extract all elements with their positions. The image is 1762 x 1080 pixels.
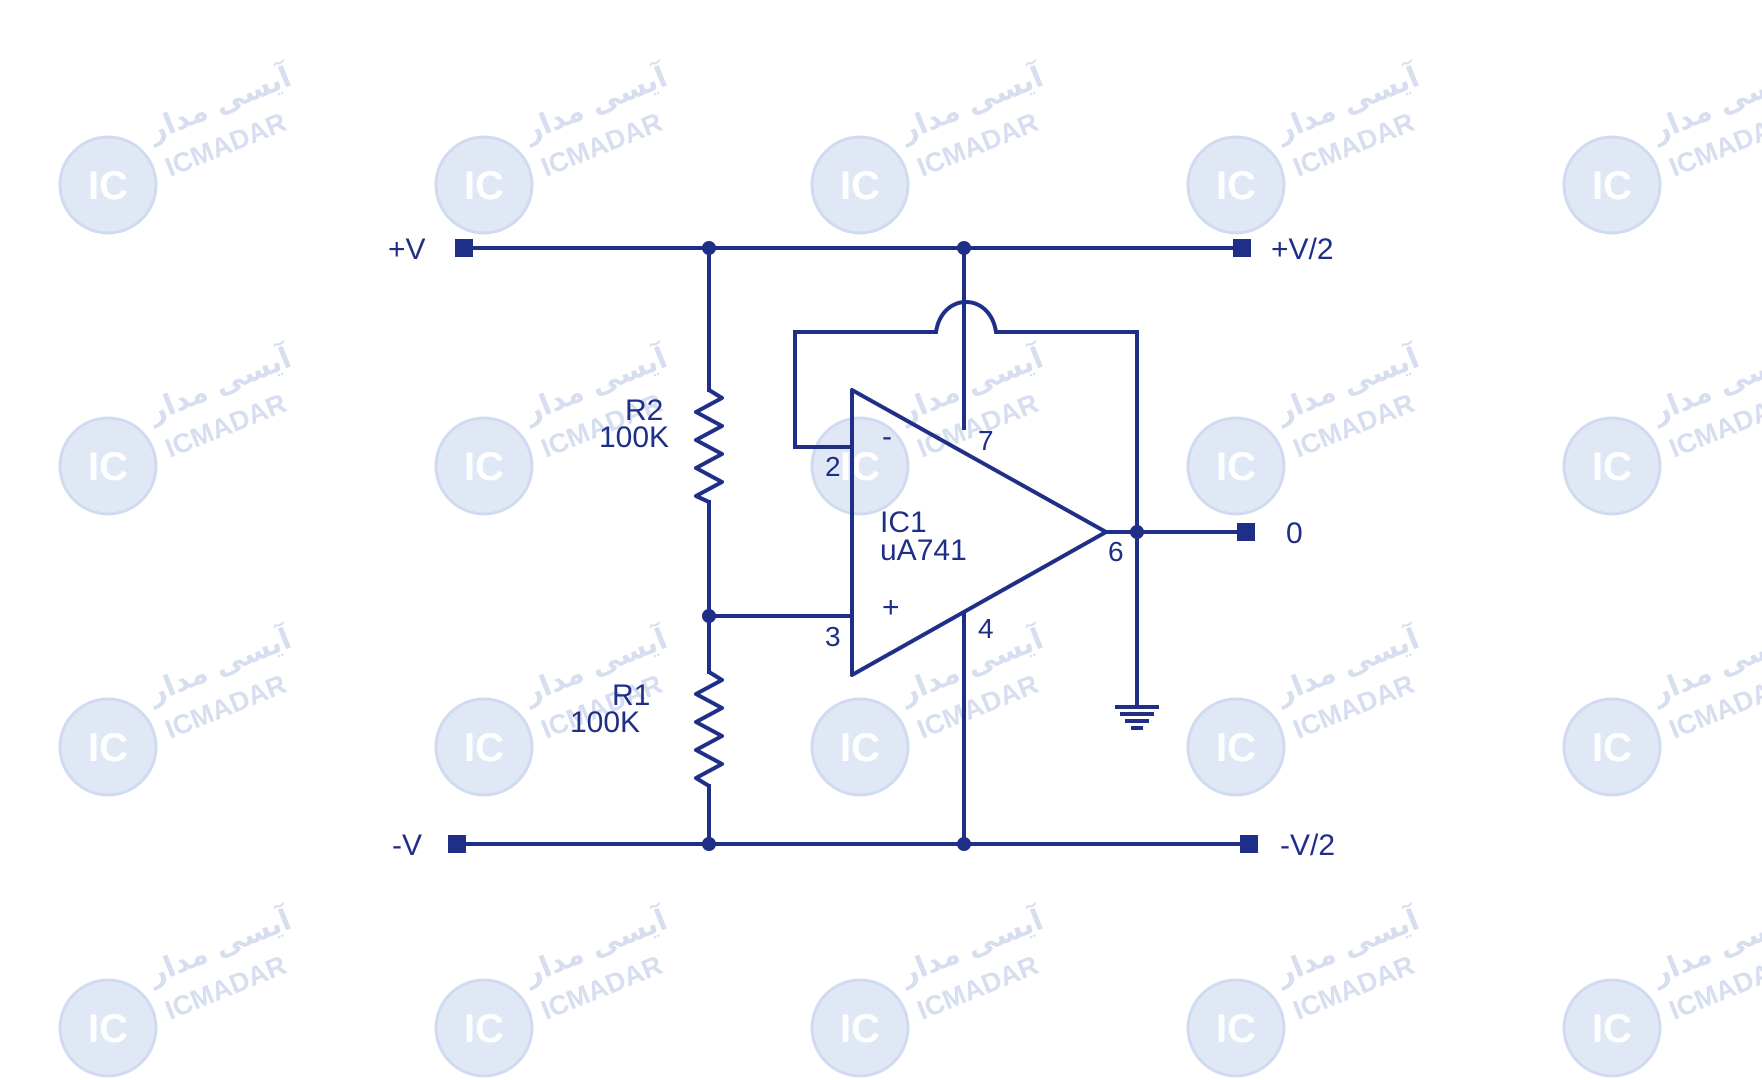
watermark-logo-icon <box>810 416 910 516</box>
pin-2-label: 2 <box>825 451 841 482</box>
terminal-neg-supply <box>448 835 466 853</box>
watermark-logo-text: IC <box>840 445 880 489</box>
watermark-logo-icon <box>434 135 534 235</box>
junction-dot <box>1130 525 1144 539</box>
watermark-logo-icon <box>1186 135 1286 235</box>
watermark-logo-text: IC <box>464 1007 504 1051</box>
watermark-logo-text: IC <box>88 445 128 489</box>
watermark-logo-icon <box>58 416 158 516</box>
watermark-logo-text: IC <box>1216 164 1256 208</box>
resistor-r2-symbol <box>694 388 724 504</box>
junction-dot <box>702 609 716 623</box>
watermark-logo-text: IC <box>464 164 504 208</box>
watermark-logo-text: IC <box>840 1007 880 1051</box>
junction-dot <box>957 837 971 851</box>
watermark-logo-icon <box>58 978 158 1078</box>
watermark-logo-icon <box>1186 978 1286 1078</box>
r2-value-label: 100K <box>599 421 669 454</box>
watermark-logo-icon <box>1562 135 1662 235</box>
watermark-logo-icon <box>810 978 910 1078</box>
inverting-sign: - <box>882 420 892 453</box>
watermark-logo-icon <box>810 135 910 235</box>
junction-dots <box>702 241 1144 851</box>
junction-dot <box>702 837 716 851</box>
label-pos-supply: +V <box>388 233 426 266</box>
watermark-logo-text: IC <box>88 164 128 208</box>
watermark-logo-text: IC <box>1592 164 1632 208</box>
terminal-pos-supply <box>455 239 473 257</box>
r1-value-label: 100K <box>570 706 640 739</box>
label-neg-supply: -V <box>392 829 422 862</box>
watermark-logo-text: IC <box>1216 1007 1256 1051</box>
r2-ref-label: R2 <box>625 394 663 427</box>
watermark-logo-text: IC <box>88 1007 128 1051</box>
watermark-logo-icon <box>434 978 534 1078</box>
watermark-logo-icon <box>58 135 158 235</box>
watermark-logo-text: IC <box>464 445 504 489</box>
watermark-logo-text: IC <box>840 164 880 208</box>
terminal-output <box>1237 523 1255 541</box>
r1-ref-label: R1 <box>612 679 650 712</box>
ic-part-label: uA741 <box>880 534 967 567</box>
pin-3-label: 3 <box>825 621 841 652</box>
watermark-logo-text: IC <box>1592 726 1632 770</box>
terminal-pos-half <box>1233 239 1251 257</box>
junction-dot <box>702 241 716 255</box>
watermark-logo-icon <box>58 697 158 797</box>
pin-4-label: 4 <box>978 613 994 644</box>
watermark-logo-text: IC <box>840 726 880 770</box>
ic-ref-label: IC1 <box>880 506 927 539</box>
ground-icon <box>1115 705 1159 730</box>
opamp-triangle <box>850 388 1108 677</box>
watermark-logo-text: IC <box>88 726 128 770</box>
watermark-logo-text: IC <box>1592 445 1632 489</box>
watermark-logo-icon <box>434 416 534 516</box>
watermark-logo-text: IC <box>1216 726 1256 770</box>
label-neg-half: -V/2 <box>1280 829 1335 862</box>
watermark-logo-icon <box>1562 416 1662 516</box>
label-output: 0 <box>1286 517 1303 550</box>
watermark-logo-icon <box>1186 416 1286 516</box>
watermark-logo-icon <box>810 697 910 797</box>
watermark-logo-icon <box>1562 978 1662 1078</box>
label-pos-half: +V/2 <box>1271 233 1334 266</box>
watermark-logo-icon <box>1186 697 1286 797</box>
noninverting-sign: + <box>882 591 900 624</box>
pin-6-label: 6 <box>1108 536 1124 567</box>
wires <box>455 246 1249 846</box>
watermark-logo-text: IC <box>1216 445 1256 489</box>
watermark-logo-text: IC <box>1592 1007 1632 1051</box>
watermark-logo-icon <box>1562 697 1662 797</box>
feedback-wire <box>793 300 1139 709</box>
junction-dot <box>957 241 971 255</box>
terminal-neg-half <box>1240 835 1258 853</box>
watermark-logo-icon <box>434 697 534 797</box>
watermark-logo-text: IC <box>464 726 504 770</box>
pin-7-label: 7 <box>978 425 994 456</box>
resistor-r1-symbol <box>694 670 724 788</box>
